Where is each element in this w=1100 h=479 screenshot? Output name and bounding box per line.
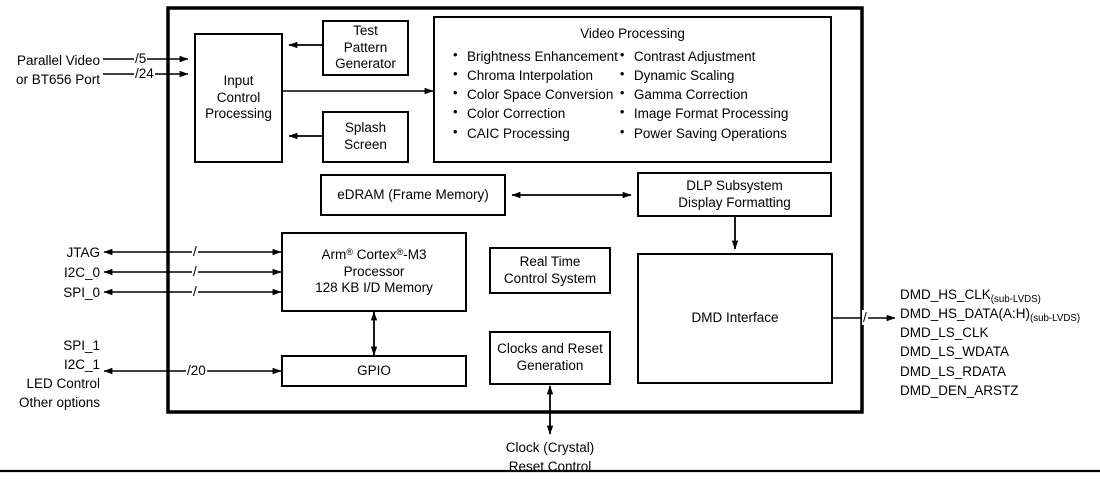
label-spi1: SPI_1 <box>63 338 100 353</box>
dmd-signal-name: DMD_HS_DATA(A:H) <box>900 306 1031 322</box>
video-processing-column-b: Contrast Adjustment Dynamic Scaling Gamm… <box>618 46 789 143</box>
label-jtag: JTAG <box>66 245 101 260</box>
label-clock-crystal: Clock (Crystal) Reset Control <box>470 438 630 476</box>
dmd-signal-name: DMD_DEN_ARSTZ <box>900 382 1019 398</box>
registered-trademark-icon: ® <box>396 246 404 257</box>
dmd-signal-row: DMD_HS_CLK(sub-LVDS) <box>900 285 1080 305</box>
test-pattern-line-3: Generator <box>335 56 396 72</box>
dmd-output-signal-list: DMD_HS_CLK(sub-LVDS) DMD_HS_DATA(A:H)(su… <box>900 285 1080 400</box>
gpio-label: GPIO <box>357 362 391 378</box>
registered-trademark-icon: ® <box>346 246 353 257</box>
label-i2c0: I2C_0 <box>63 265 100 280</box>
vp-item: Gamma Correction <box>618 84 789 104</box>
processor-line-1: Arm® Cortex®-M3 <box>315 247 433 264</box>
processor-arm-text: Arm <box>321 246 347 262</box>
block-dmd-interface: DMD Interface <box>637 253 833 384</box>
input-control-line-2: Control <box>216 89 261 105</box>
vp-item: Color Space Conversion <box>451 84 618 104</box>
bus-width-jtag: / <box>192 244 198 259</box>
block-gpio: GPIO <box>281 355 467 387</box>
bus-width-spi0: / <box>192 284 198 299</box>
block-splash-screen: Splash Screen <box>322 111 409 163</box>
block-input-control-processing: Input Control Processing <box>194 33 283 163</box>
chip-boundary <box>166 6 864 414</box>
block-test-pattern-generator: Test Pattern Generator <box>322 20 409 76</box>
dmd-signal-row: DMD_DEN_ARSTZ <box>900 381 1080 400</box>
bus-width-dmd: / <box>862 310 868 325</box>
processor-cortex-text: Cortex <box>352 246 397 262</box>
dmd-interface-label: DMD Interface <box>691 310 779 326</box>
test-pattern-line-1: Test <box>353 22 378 38</box>
label-other-options: Other options <box>18 395 100 411</box>
input-control-line-3: Processing <box>205 106 272 122</box>
block-arm-cortex-processor: Arm® Cortex®-M3 Processor 128 KB I/D Mem… <box>281 232 467 312</box>
bus-width-i2c0: / <box>192 264 198 279</box>
block-clocks-and-reset-generation: Clocks and Reset Generation <box>489 331 611 385</box>
splash-screen-line-1: Splash <box>344 120 387 136</box>
splash-screen-line-2: Screen <box>344 137 387 152</box>
label-i2c1: I2C_1 <box>63 357 100 373</box>
edram-label: eDRAM (Frame Memory) <box>337 186 489 202</box>
block-edram: eDRAM (Frame Memory) <box>320 174 506 216</box>
vp-item: Image Format Processing <box>618 103 789 123</box>
processor-m3-text: -M3 <box>403 246 427 262</box>
block-real-time-control-system: Real Time Control System <box>489 247 611 294</box>
vp-item: CAIC Processing <box>451 122 618 143</box>
clock-crystal-line-1: Clock (Crystal) <box>505 440 595 455</box>
dmd-signal-name: DMD_LS_RDATA <box>900 363 1007 379</box>
bt656-port-text: or BT656 Port <box>15 72 100 88</box>
vp-item: Color Correction <box>451 103 618 123</box>
label-parallel-video: Parallel Video or BT656 Port <box>8 51 100 89</box>
dmd-signal-row: DMD_LS_WDATA <box>900 342 1080 361</box>
dmd-signal-row: DMD_LS_CLK <box>900 323 1080 342</box>
dmd-signal-name: DMD_HS_CLK <box>900 287 991 302</box>
dmd-signal-row: DMD_HS_DATA(A:H)(sub-LVDS) <box>900 304 1081 324</box>
bus-width-video-2: /24 <box>134 66 155 81</box>
vp-item: Brightness Enhancement <box>451 46 618 66</box>
video-processing-column-a: Brightness Enhancement Chroma Interpolat… <box>451 46 618 143</box>
label-led-control: LED Control <box>26 376 100 392</box>
clocks-reset-line-1: Clocks and Reset <box>497 341 603 357</box>
vp-item: Dynamic Scaling <box>618 65 789 85</box>
dmd-signal-name: DMD_LS_WDATA <box>900 344 1010 360</box>
block-dlp-subsystem: DLP Subsystem Display Formatting <box>637 172 832 217</box>
vp-item: Power Saving Operations <box>618 122 789 143</box>
dmd-signal-name: DMD_LS_CLK <box>900 325 989 341</box>
bus-width-video-1: /5 <box>134 51 148 66</box>
processor-line-2: Processor <box>343 263 405 279</box>
rtc-line-1: Real Time <box>519 253 581 269</box>
dlp-subsystem-line-1: DLP Subsystem <box>686 177 783 193</box>
input-control-line-1: Input <box>223 72 254 88</box>
block-video-processing: Video Processing Brightness Enhancement … <box>433 16 832 163</box>
test-pattern-line-2: Pattern <box>343 39 388 55</box>
dmd-signal-row: DMD_LS_RDATA <box>900 362 1080 381</box>
vp-item: Chroma Interpolation <box>451 65 618 85</box>
video-processing-title: Video Processing <box>580 26 685 41</box>
clocks-reset-line-2: Generation <box>516 358 584 373</box>
rtc-line-2: Control System <box>503 270 597 286</box>
dmd-signal-subscript: (sub-LVDS) <box>990 293 1041 305</box>
bus-width-gpio: /20 <box>186 363 207 378</box>
vp-item: Contrast Adjustment <box>618 46 789 66</box>
dlp-subsystem-line-2: Display Formatting <box>678 194 791 210</box>
clock-crystal-line-2: Reset Control <box>508 459 592 475</box>
label-spi0: SPI_0 <box>63 285 100 300</box>
dmd-signal-subscript: (sub-LVDS) <box>1030 312 1081 324</box>
label-gpio-group: SPI_1 I2C_1 LED Control Other options <box>0 336 100 413</box>
parallel-video-text: Parallel Video <box>16 53 100 68</box>
processor-line-3: 128 KB I/D Memory <box>315 280 433 296</box>
